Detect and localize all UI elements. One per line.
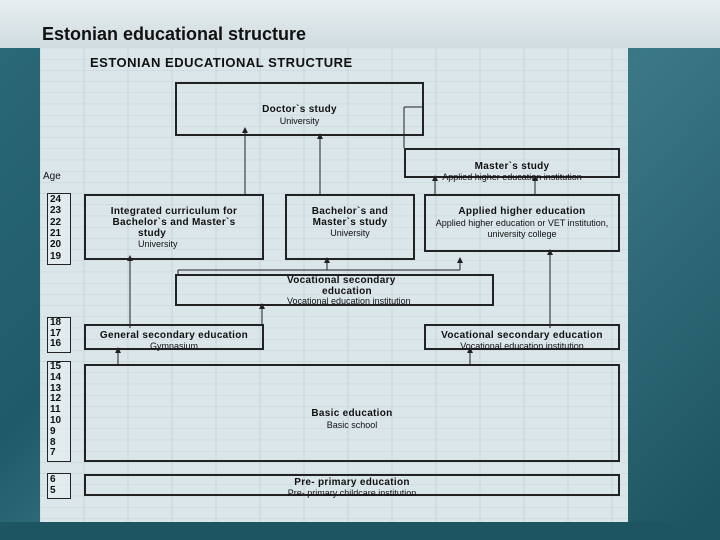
vocational-post-title-line2: education: [322, 286, 372, 297]
age-number: 20: [50, 239, 62, 251]
doctor-study-box: Doctor`s study University: [175, 82, 424, 136]
basic-education-box: Basic education Basic school: [84, 364, 620, 462]
bachelor-master-box: Bachelor`s and Master`s study University: [285, 194, 415, 260]
general-secondary-title: General secondary education: [99, 330, 249, 341]
general-secondary-box: General secondary education Gymnasium: [84, 324, 264, 351]
age-number: 11: [50, 404, 61, 416]
age-number: 9: [50, 425, 56, 437]
education-structure-diagram: ESTONIAN EDUCATIONAL STRUCTURE Age Docto…: [40, 48, 628, 522]
doctor-study-institution: University: [279, 116, 320, 126]
age-number: 10: [50, 415, 62, 426]
age-number: 7: [50, 447, 56, 459]
integrated-curriculum-box: Integrated curriculum for Bachelor`s and…: [84, 194, 264, 260]
age-group-frame: [47, 361, 71, 463]
age-number: 19: [50, 250, 62, 262]
master-study-title: Master`s study: [474, 161, 550, 172]
applied-higher-education-box: Applied higher education Applied higher …: [424, 194, 620, 252]
age-group-frame: [47, 317, 71, 353]
integrated-institution: University: [138, 239, 178, 249]
general-secondary-institution: Gymnasium: [149, 341, 198, 351]
vocational-secondary-title: Vocational secondary education: [441, 330, 603, 341]
age-number: 6: [50, 474, 56, 485]
age-number: 21: [50, 227, 62, 239]
age-number: 22: [50, 216, 62, 228]
bachelor-title-line2: Master`s study: [312, 217, 388, 228]
doctor-study-title: Doctor`s study: [262, 104, 337, 115]
bachelor-title-line1: Bachelor`s and: [311, 206, 389, 217]
age-number: 23: [50, 205, 62, 217]
title-bar: [0, 0, 720, 48]
basic-education-institution: Basic school: [326, 420, 378, 430]
age-number: 13: [50, 382, 62, 394]
age-number: 16: [50, 338, 62, 349]
integrated-title-line2: Bachelor`s and Master`s: [112, 217, 236, 228]
vocational-secondary-box: Vocational secondary education Vocationa…: [424, 324, 620, 351]
age-number: 5: [50, 485, 56, 496]
pre-primary-box: Pre- primary education Pre- primary chil…: [84, 474, 620, 498]
applied-title: Applied higher education: [458, 206, 586, 217]
age-number: 12: [50, 393, 62, 405]
vocational-post-institution: Vocational education institution: [287, 296, 411, 306]
background-grid: [40, 48, 628, 522]
age-number: 17: [50, 327, 62, 339]
bottom-strip: [0, 522, 720, 540]
vocational-secondary-institution: Vocational education institution: [460, 341, 584, 351]
age-number: 24: [50, 194, 62, 205]
age-number: 18: [50, 317, 62, 328]
age-number: 8: [50, 436, 56, 448]
age-label: Age: [43, 171, 61, 182]
applied-institution-line2: university college: [487, 229, 557, 239]
integrated-title-line1: Integrated curriculum for: [110, 206, 238, 217]
pre-primary-institution: Pre- primary childcare institution: [287, 488, 417, 498]
age-group-frame: [47, 193, 71, 265]
master-study-box: Master`s study Applied higher education …: [404, 148, 620, 182]
slide-title: Estonian educational structure: [42, 24, 307, 44]
vocational-post-secondary-box: Vocational secondary education Vocationa…: [175, 274, 494, 306]
integrated-title-line3: study: [138, 228, 167, 239]
applied-institution-line1: Applied higher education or VET institut…: [435, 218, 609, 228]
bachelor-institution: University: [330, 228, 370, 238]
basic-education-title: Basic education: [311, 408, 393, 419]
pre-primary-title: Pre- primary education: [294, 477, 410, 488]
age-group-frame: [47, 473, 71, 499]
vocational-post-title-line1: Vocational secondary: [287, 275, 396, 286]
diagram-title: ESTONIAN EDUCATIONAL STRUCTURE: [90, 55, 353, 70]
master-study-institution: Applied higher education institution: [442, 172, 582, 182]
age-number: 15: [50, 361, 62, 372]
age-number: 14: [50, 371, 62, 383]
